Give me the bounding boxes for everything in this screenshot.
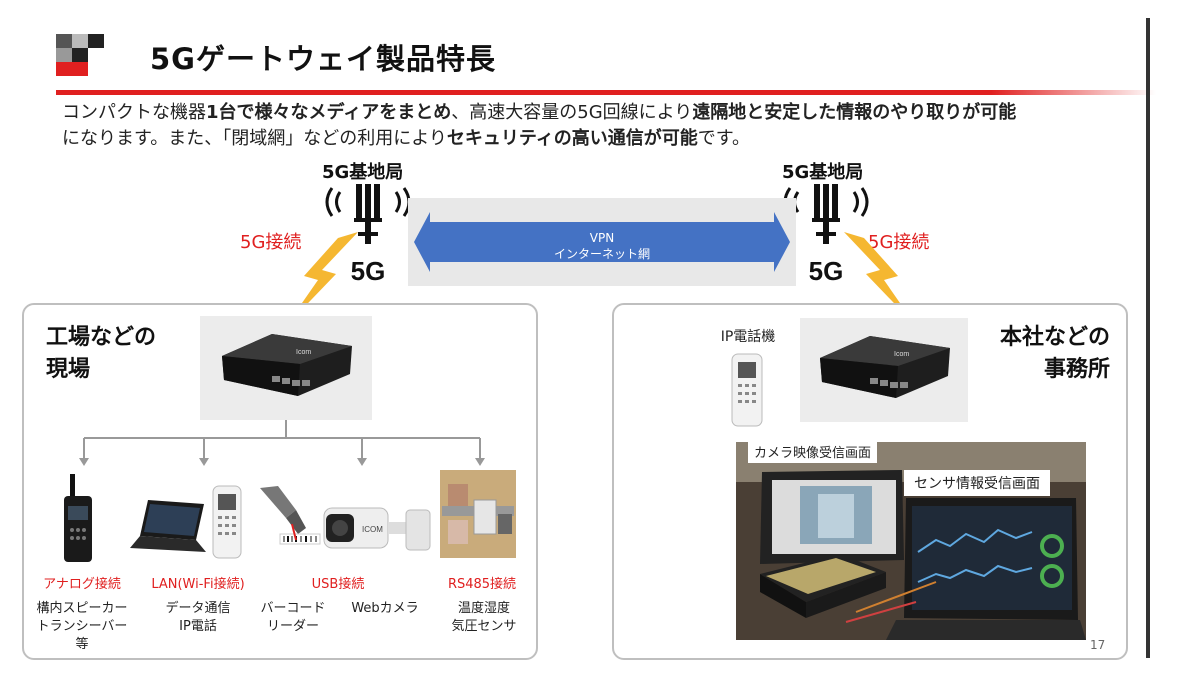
desc-seg: です。 bbox=[697, 128, 750, 149]
description-line-1: コンパクトな機器1台で様々なメディアをまとめ、高速大容量の5G回線により遠隔地と… bbox=[62, 100, 1132, 126]
left-connection-label: 5G接続 bbox=[240, 232, 302, 253]
office-title-line-1: 本社などの bbox=[999, 325, 1110, 350]
item-lan: データ通信 IP電話 bbox=[148, 600, 248, 636]
item-sensor: 温度湿度 気圧センサ bbox=[436, 600, 532, 636]
item-line: 温度湿度 bbox=[457, 601, 510, 616]
desc-seg: コンパクトな機器 bbox=[62, 102, 206, 123]
sensor-screen-label: センサ情報受信画面 bbox=[904, 470, 1050, 496]
item-line: 構内スピーカー bbox=[36, 601, 128, 616]
desc-seg-bold: 遠隔地と安定した情報のやり取りが可能 bbox=[692, 102, 1017, 123]
category-lan: LAN(Wi-Fi接続) bbox=[151, 577, 245, 592]
site-title-line-2: 現場 bbox=[46, 357, 91, 382]
barcode-reader-icon bbox=[260, 486, 321, 545]
item-line: データ通信 bbox=[165, 601, 231, 616]
ip-phone-icon bbox=[212, 485, 242, 559]
lightning-bolt-icon bbox=[286, 232, 358, 326]
desc-seg: になります。また、「閉域網」などの利用により bbox=[62, 128, 447, 149]
desc-seg-bold: 1台で様々なメディアをまとめ bbox=[206, 102, 452, 123]
page-number: 17 bbox=[1090, 638, 1106, 652]
gateway-device-photo: Icom bbox=[200, 316, 372, 420]
page-title: 5Gゲートウェイ製品特長 bbox=[150, 42, 496, 76]
right-edge-rule bbox=[1146, 18, 1150, 658]
description: コンパクトな機器1台で様々なメディアをまとめ、高速大容量の5G回線により遠隔地と… bbox=[62, 100, 1132, 152]
svg-text:Icom: Icom bbox=[296, 349, 311, 356]
ip-phone-icon bbox=[731, 353, 763, 427]
vpn-label: VPN インターネット網 bbox=[408, 230, 796, 262]
item-line: Webカメラ bbox=[351, 601, 419, 616]
connection-tree bbox=[79, 420, 485, 466]
left-station-label: 5G基地局 bbox=[322, 162, 404, 183]
svg-text:ICOM: ICOM bbox=[362, 525, 383, 534]
desc-seg: 、高速大容量の5G回線により bbox=[451, 102, 693, 123]
site-title: 工場などの 現場 bbox=[46, 322, 156, 386]
description-line-2: になります。また、「閉域網」などの利用によりセキュリティの高い通信が可能です。 bbox=[62, 126, 1132, 152]
item-webcam: Webカメラ bbox=[340, 600, 430, 618]
svg-text:Icom: Icom bbox=[894, 351, 909, 358]
office-title-line-2: 事務所 bbox=[1043, 357, 1110, 382]
category-analog: アナログ接続 bbox=[43, 577, 121, 592]
category-rs485: RS485接続 bbox=[447, 577, 517, 592]
company-logo-icon bbox=[56, 34, 104, 76]
item-line: バーコード bbox=[260, 601, 326, 616]
5g-badge: 5G bbox=[351, 256, 386, 286]
lightning-bolt-icon bbox=[844, 232, 916, 326]
transceiver-icon bbox=[64, 474, 92, 562]
item-line: 等 bbox=[75, 637, 89, 652]
sensor-photo bbox=[440, 470, 516, 558]
item-line: 気圧センサ bbox=[451, 619, 517, 634]
right-station-label: 5G基地局 bbox=[782, 162, 864, 183]
category-usb: USB接続 bbox=[311, 577, 365, 592]
5g-badge: 5G bbox=[809, 256, 844, 286]
item-line: トランシーバー bbox=[36, 619, 128, 634]
ip-phone-label: IP電話機 bbox=[720, 329, 776, 345]
title-underline bbox=[56, 90, 1156, 95]
antenna-tower-icon: 5G bbox=[783, 184, 869, 286]
vpn-line-2: インターネット網 bbox=[553, 247, 650, 261]
item-line: IP電話 bbox=[179, 619, 217, 634]
web-camera-icon: ICOM bbox=[323, 507, 431, 551]
vpn-line-1: VPN bbox=[589, 231, 615, 245]
desc-seg-bold: セキュリティの高い通信が可能 bbox=[446, 128, 698, 149]
vpn-arrow bbox=[408, 198, 796, 286]
item-line: リーダー bbox=[266, 619, 319, 634]
item-radio: 構内スピーカー トランシーバー 等 bbox=[24, 600, 140, 654]
antenna-tower-icon: 5G bbox=[325, 184, 411, 286]
laptop-icon bbox=[130, 500, 206, 552]
gateway-device-photo: Icom bbox=[800, 318, 968, 422]
right-connection-label: 5G接続 bbox=[868, 232, 930, 253]
item-barcode: バーコード リーダー bbox=[248, 600, 338, 636]
site-title-line-1: 工場などの bbox=[46, 325, 157, 350]
office-title: 本社などの 事務所 bbox=[990, 322, 1110, 386]
camera-screen-label: カメラ映像受信画面 bbox=[748, 440, 878, 463]
